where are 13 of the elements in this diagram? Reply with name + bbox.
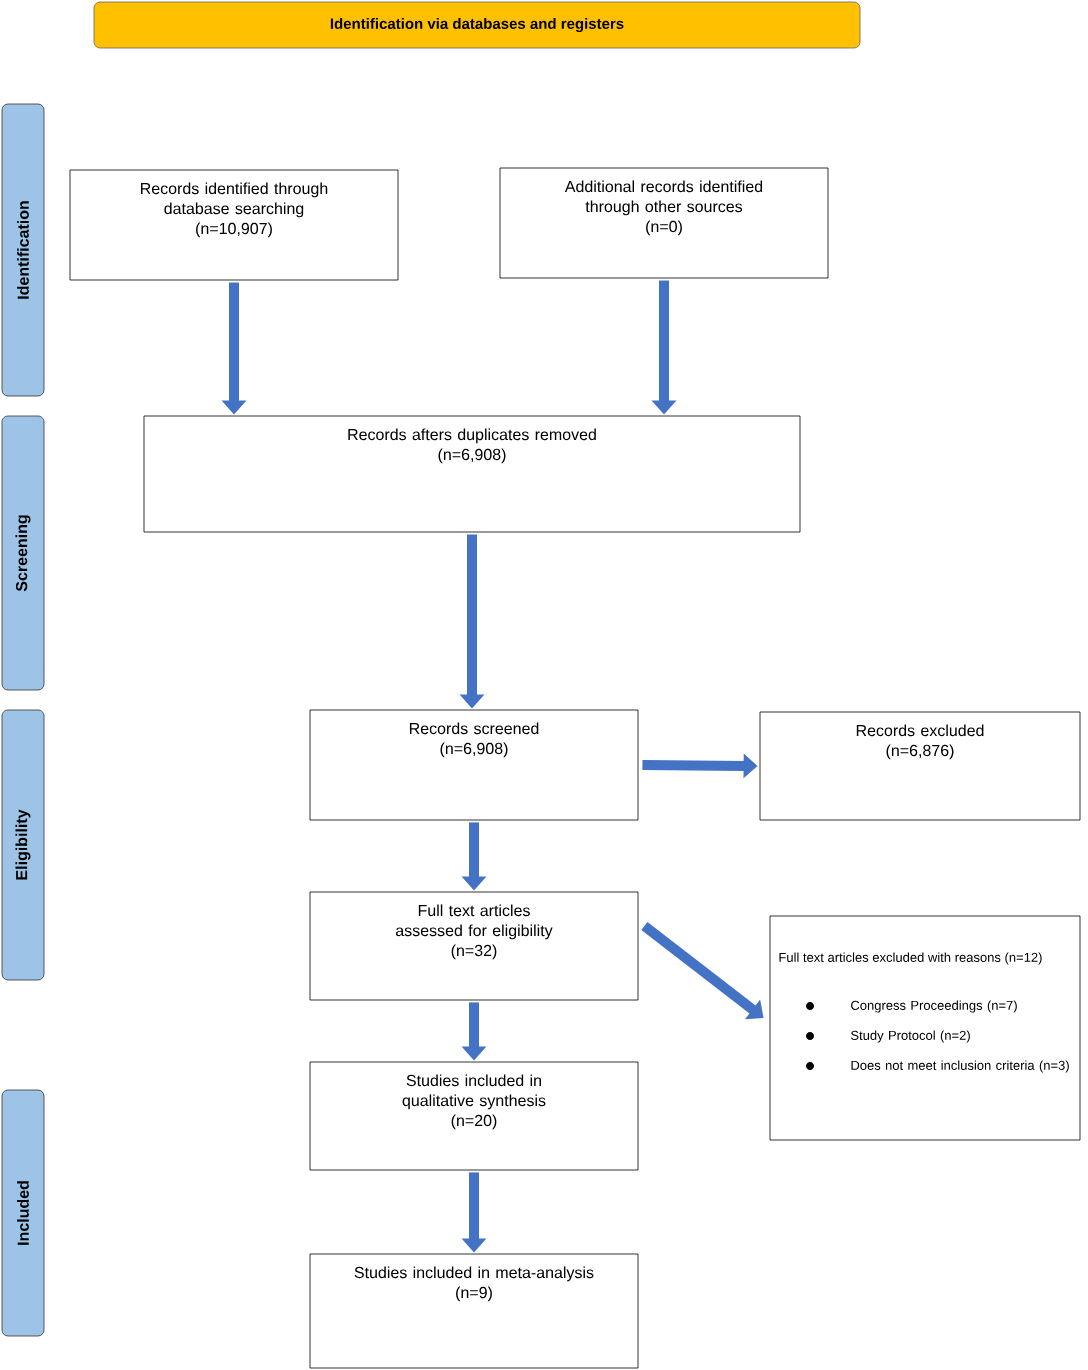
process-box: Records identified through database searching (n=10,907) (69, 169, 399, 281)
phase-label: Screening (1, 415, 45, 691)
process-box: Additional records identified through other sources (n=0) (499, 167, 829, 279)
process-box: Records afters duplicates removed (n=6,908) (143, 415, 801, 533)
arrow (641, 922, 764, 1020)
process-box: Records screened (n=6,908) (309, 709, 639, 821)
phase-label: Included (1, 1089, 45, 1337)
process-box: Full text articles assessed for eligibility (n=32) (309, 891, 639, 1001)
process-box: Studies included in qualitative synthesis (n=20) (309, 1061, 639, 1171)
process-box: Studies included in meta-analysis (n=9) (309, 1253, 639, 1369)
process-box: Records excluded (n=6,876) (759, 711, 1081, 821)
phase-label: Identification (1, 103, 45, 397)
phase-label: Eligibility (1, 709, 45, 981)
